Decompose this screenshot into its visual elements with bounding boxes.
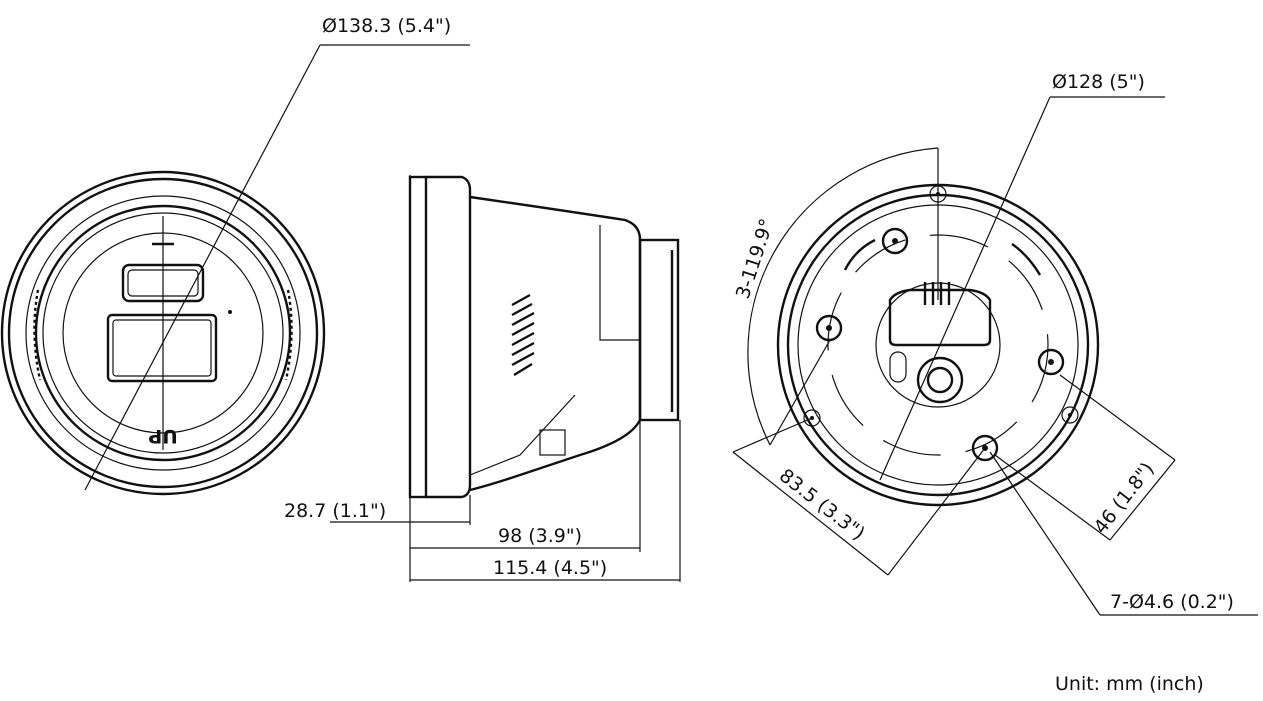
mounting-holes xyxy=(803,185,1079,462)
angle-label: 3-119.9° xyxy=(732,216,779,302)
up-logo: UP xyxy=(148,425,177,447)
hole-spacing-label: 83.5 (3.3") xyxy=(775,465,869,545)
base-view: 3-119.9° Ø128 (5") 83.5 (3.3") 46 (1.8")… xyxy=(732,71,1258,616)
light-window xyxy=(121,263,205,303)
base-diameter-label: Ø128 (5") xyxy=(1052,71,1145,93)
side-view: 28.7 (1.1") 98 (3.9") 115.4 (4.5") xyxy=(284,175,681,582)
vent-slots xyxy=(511,293,535,377)
front-diameter-label: Ø138.3 (5.4") xyxy=(322,15,451,37)
hole-offset-label: 46 (1.8") xyxy=(1090,458,1159,538)
total-depth-label: 115.4 (4.5") xyxy=(493,557,607,579)
body-depth-label: 98 (3.9") xyxy=(498,525,582,547)
lens-window xyxy=(106,313,218,383)
unit-note: Unit: mm (inch) xyxy=(1055,673,1204,695)
front-view: UP Ø138.3 (5.4") xyxy=(0,15,470,496)
hole-count-label: 7-Ø4.6 (0.2") xyxy=(1110,591,1234,613)
front-depth-label: 28.7 (1.1") xyxy=(284,500,386,522)
